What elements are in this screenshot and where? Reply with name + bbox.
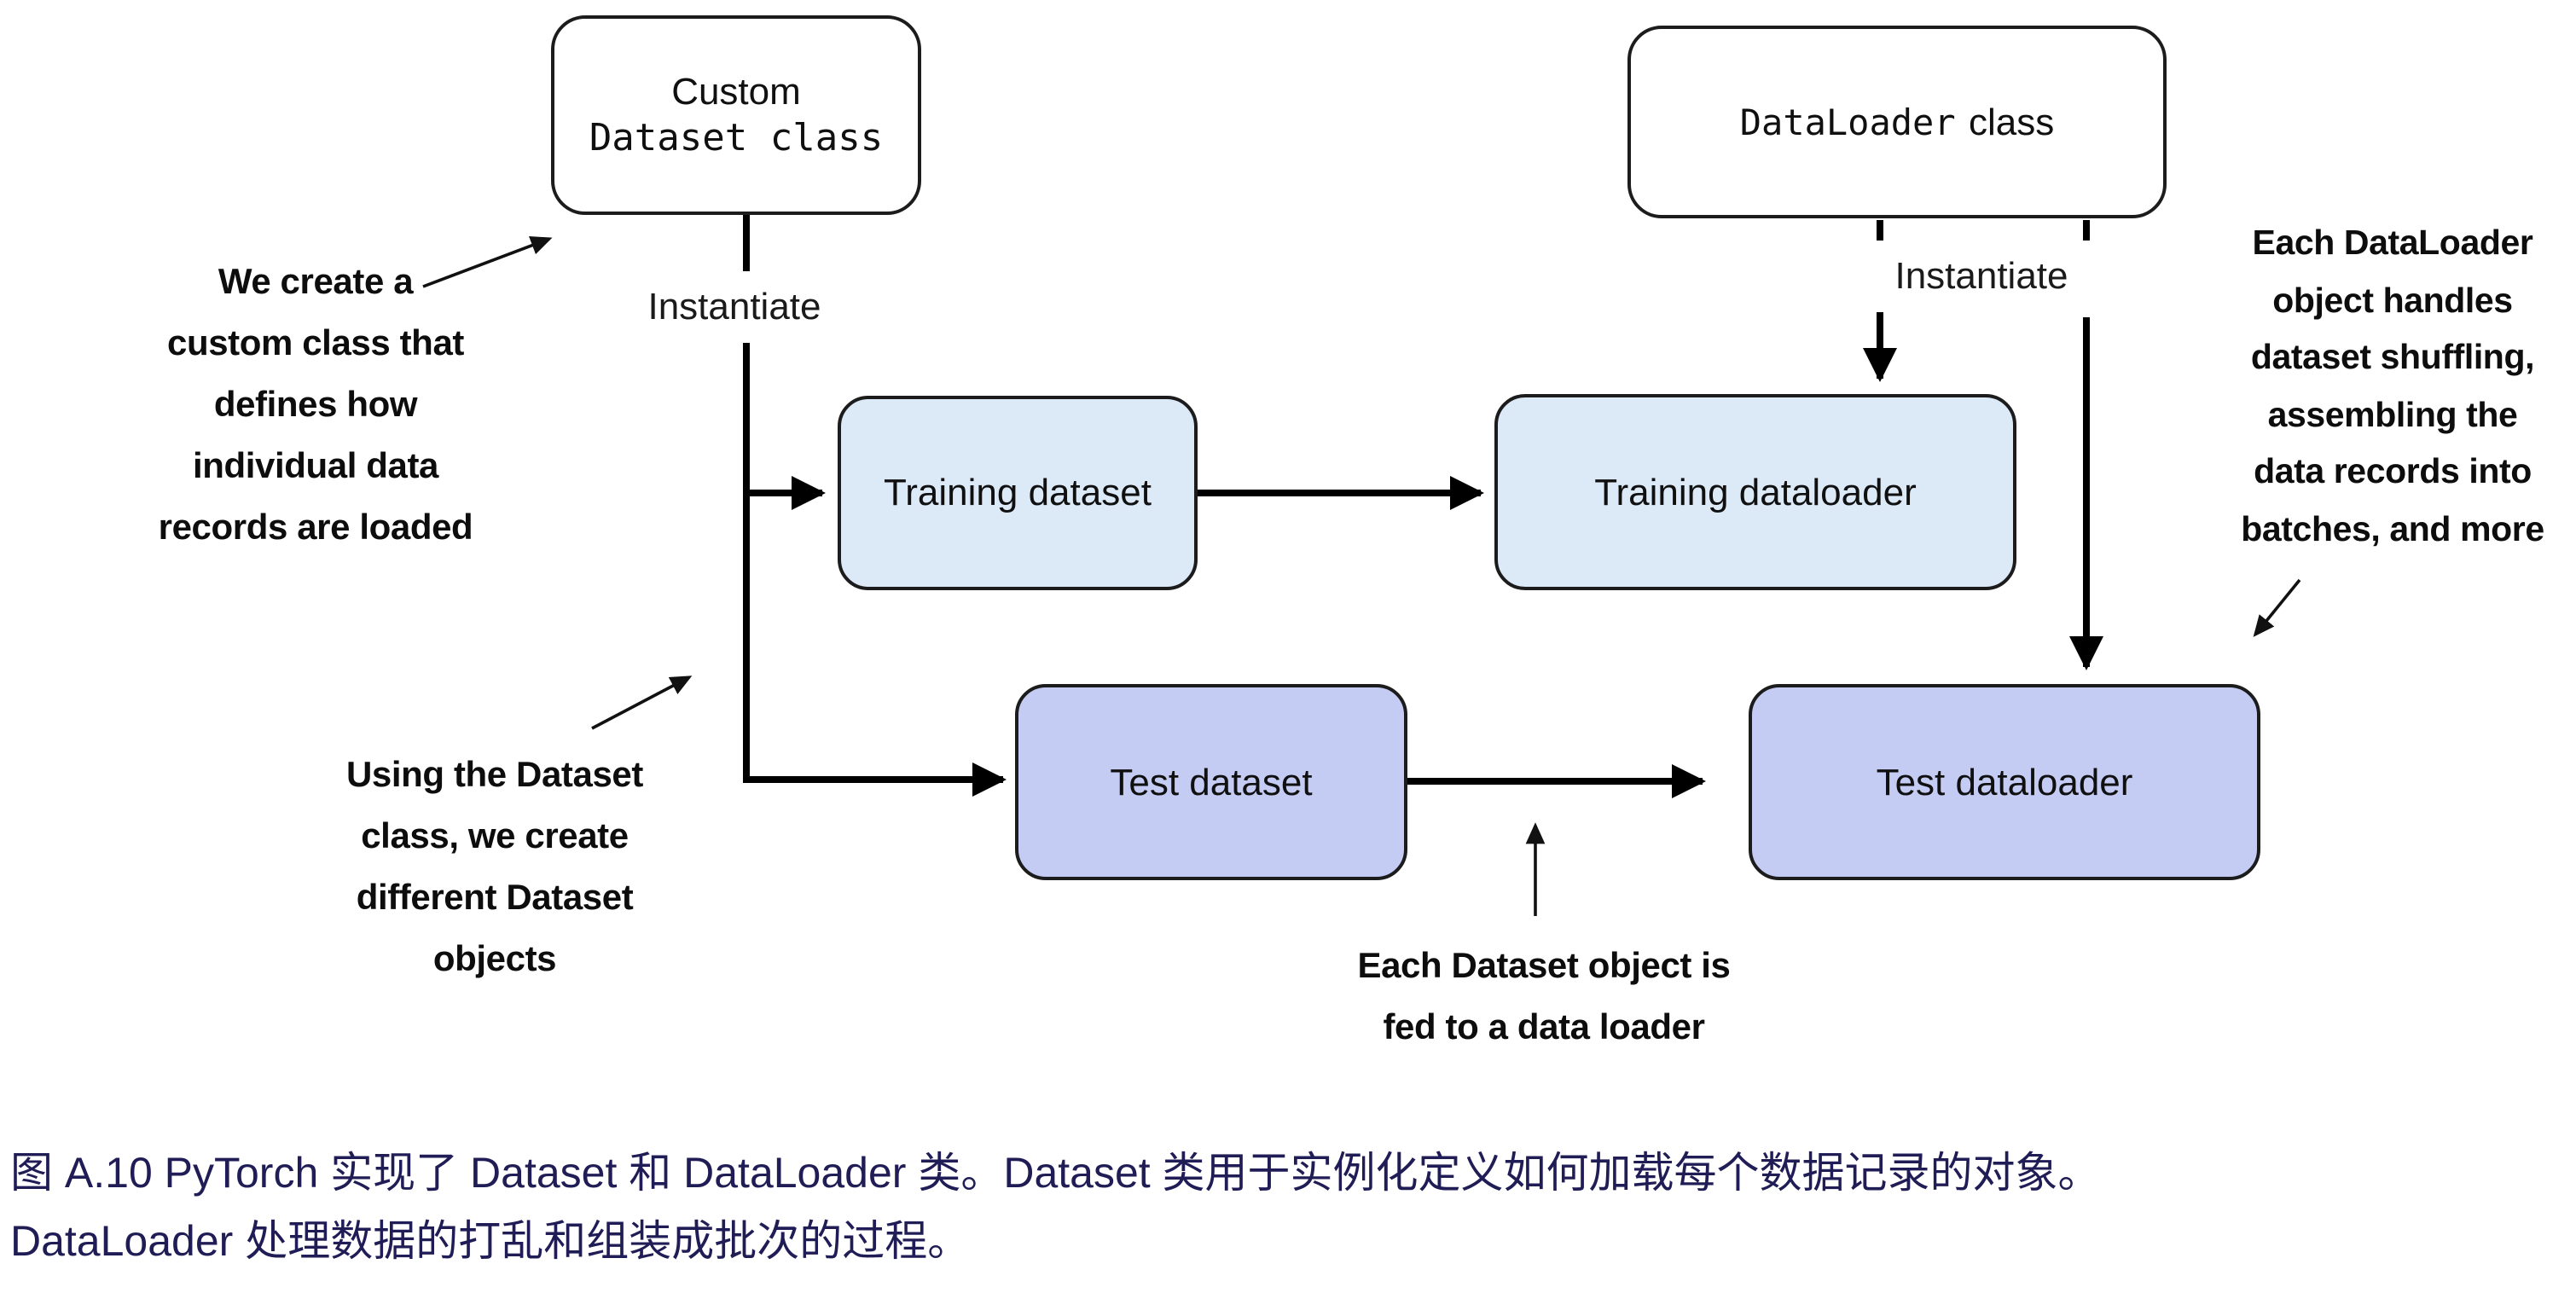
annotation-line: defines how	[213, 386, 418, 425]
annotation-line: object handles	[2272, 281, 2513, 320]
dataloader-class-code: DataLoader	[1739, 101, 1956, 142]
annotation-line: class, we create	[361, 817, 629, 856]
annotation-line: objects	[432, 940, 557, 979]
box-dataloader-class: DataLoader class	[1627, 26, 2167, 218]
annotation-line: individual data	[192, 447, 439, 486]
annotation-fed-to-loader: Each Dataset object is fed to a data loa…	[1314, 936, 1774, 1059]
box-training-dataset: Training dataset	[838, 396, 1198, 590]
caption-line-1: 图 A.10 PyTorch 实现了 Dataset 和 DataLoader …	[10, 1150, 2101, 1197]
annotation-line: We create a	[218, 263, 414, 302]
pointer-dataloader-duties-arrow	[2253, 578, 2301, 637]
annotation-line: batches, and more	[2241, 509, 2544, 548]
annotation-line: fed to a data loader	[1383, 1008, 1705, 1047]
annotation-custom-class: We create a custom class that defines ho…	[60, 252, 571, 560]
annotation-line: different Dataset	[356, 878, 634, 918]
training-dataset-label: Training dataset	[884, 471, 1152, 513]
annotation-dataloader-duties: Each DataLoader object handles dataset s…	[2201, 215, 2576, 558]
annotation-line: assembling the	[2267, 395, 2518, 434]
box-test-dataloader: Test dataloader	[1749, 684, 2260, 880]
box-test-dataset: Test dataset	[1015, 684, 1407, 880]
figure-caption: 图 A.10 PyTorch 实现了 Dataset 和 DataLoader …	[10, 1139, 2561, 1276]
dataloader-class-suffix: class	[1969, 100, 2055, 142]
pointer-custom-class-arrow	[422, 235, 553, 288]
custom-dataset-class-line2: Dataset class	[589, 117, 884, 159]
annotation-dataset-objects: Using the Dataset class, we create diffe…	[281, 745, 708, 991]
annotation-line: dataset shuffling,	[2250, 338, 2535, 377]
label-instantiate-right: Instantiate	[1866, 254, 2097, 299]
box-custom-dataset-class: Custom Dataset class	[551, 15, 921, 215]
annotation-line: custom class that	[167, 324, 464, 363]
label-instantiate-left: Instantiate	[619, 285, 850, 329]
box-training-dataloader: Training dataloader	[1494, 394, 2016, 590]
annotation-line: Each DataLoader	[2252, 223, 2533, 263]
arrow-to-test-dataset	[743, 343, 1007, 797]
test-dataloader-label: Test dataloader	[1876, 760, 2133, 803]
annotation-line: Using the Dataset	[346, 756, 643, 795]
annotation-line: Each Dataset object is	[1357, 947, 1731, 986]
annotation-line: records are loaded	[158, 508, 473, 548]
custom-dataset-class-line1: Custom	[671, 69, 801, 112]
caption-line-2: DataLoader 处理数据的打乱和组装成批次的过程。	[10, 1218, 971, 1266]
annotation-line: data records into	[2254, 452, 2532, 491]
test-dataset-label: Test dataset	[1110, 760, 1313, 803]
training-dataloader-label: Training dataloader	[1594, 470, 1917, 513]
dataloader-class-label: DataLoader class	[1740, 98, 2055, 146]
pointer-dataset-objects-arrow	[591, 675, 693, 730]
